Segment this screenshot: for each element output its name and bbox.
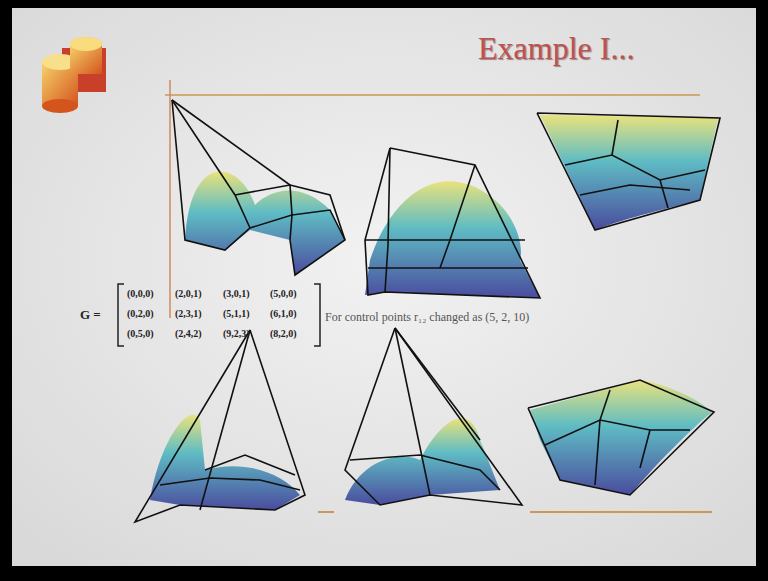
matrix-cell: (2,4,2) [175, 328, 202, 339]
side-rule [169, 80, 171, 318]
matrix-name: G = [80, 307, 101, 323]
matrix-cell: (2,3,1) [175, 308, 202, 319]
matrix-cell: (3,0,1) [223, 288, 250, 299]
matrix-cell: (8,2,0) [270, 328, 297, 339]
surface-plot [537, 113, 720, 230]
slide-title: Example I... [478, 30, 634, 67]
title-rule [165, 94, 700, 96]
matrix-cell: (2,0,1) [175, 288, 202, 299]
surface-plot [528, 380, 714, 495]
surface-plot [345, 328, 522, 505]
surface-plot [365, 148, 540, 298]
logo-icon [42, 37, 106, 113]
matrix-cell: (9,2,3) [223, 328, 250, 339]
surface-plot [135, 330, 305, 522]
matrix-cell: (5,0,0) [270, 288, 297, 299]
matrix-cell: (0,5,0) [127, 328, 154, 339]
matrix-cell: (0,2,0) [127, 308, 154, 319]
slide-background [12, 8, 756, 566]
decor-dash [318, 511, 334, 513]
matrix-bracket [314, 284, 320, 346]
matrix-bracket [118, 284, 124, 346]
matrix-cell: (0,0,0) [127, 288, 154, 299]
surface-plot [172, 100, 345, 275]
note-text: For control points r₁₂ changed as (5, 2,… [325, 310, 529, 325]
matrix-cell: (6,1,0) [270, 308, 297, 319]
decor-rule [530, 511, 712, 513]
matrix-cell: (5,1,1) [223, 308, 250, 319]
